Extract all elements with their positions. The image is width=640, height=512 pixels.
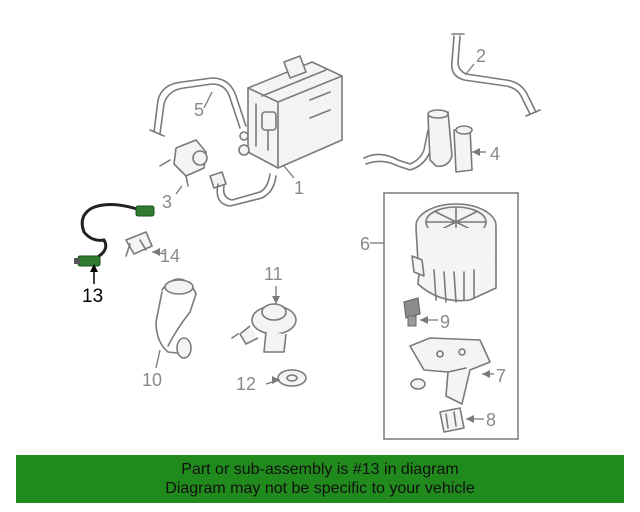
info-banner: Part or sub-assembly is #13 in diagram D… bbox=[16, 455, 624, 503]
callout-1: 1 bbox=[294, 178, 304, 198]
callout-4: 4 bbox=[490, 144, 500, 164]
callout-6: 6 bbox=[360, 234, 370, 254]
parts-diagram: 1 2 3 4 5 6 7 8 9 10 11 12 13 14 bbox=[74, 33, 541, 440]
part-11-check-valve[interactable] bbox=[231, 303, 297, 353]
arrowheads bbox=[152, 148, 490, 423]
part-13-oxygen-sensor[interactable] bbox=[74, 203, 155, 267]
callout-14: 14 bbox=[160, 246, 180, 266]
part-14-clip[interactable] bbox=[125, 231, 153, 257]
banner-line-1: Part or sub-assembly is #13 in diagram bbox=[181, 461, 459, 478]
callout-5: 5 bbox=[194, 100, 204, 120]
callout-2: 2 bbox=[476, 46, 486, 66]
part-9-connector[interactable] bbox=[403, 297, 421, 327]
callout-8: 8 bbox=[486, 410, 496, 430]
part-2-hose[interactable] bbox=[450, 33, 541, 117]
part-3-valve[interactable] bbox=[159, 139, 227, 189]
callout-10: 10 bbox=[142, 370, 162, 390]
part-10-hose[interactable] bbox=[155, 278, 197, 359]
part-1-canister[interactable] bbox=[238, 55, 343, 169]
part-6-air-pump[interactable] bbox=[411, 203, 497, 303]
part-7-bracket[interactable] bbox=[409, 337, 491, 405]
callout-11: 11 bbox=[264, 264, 283, 284]
callout-7: 7 bbox=[496, 366, 506, 386]
leader-13 bbox=[90, 264, 98, 284]
callout-3: 3 bbox=[162, 192, 172, 212]
banner-line-2: Diagram may not be specific to your vehi… bbox=[165, 480, 475, 497]
purge-hose[interactable] bbox=[216, 173, 277, 207]
part-12-gasket[interactable] bbox=[277, 369, 307, 387]
assembly-box-6 bbox=[383, 192, 519, 440]
callout-13: 13 bbox=[82, 286, 103, 307]
part-8-clamp[interactable] bbox=[439, 407, 465, 433]
callout-12: 12 bbox=[236, 374, 256, 394]
callout-9: 9 bbox=[440, 312, 450, 332]
part-5-hose[interactable] bbox=[149, 77, 247, 137]
grommet bbox=[410, 378, 426, 390]
part-4-valve[interactable] bbox=[363, 109, 473, 173]
